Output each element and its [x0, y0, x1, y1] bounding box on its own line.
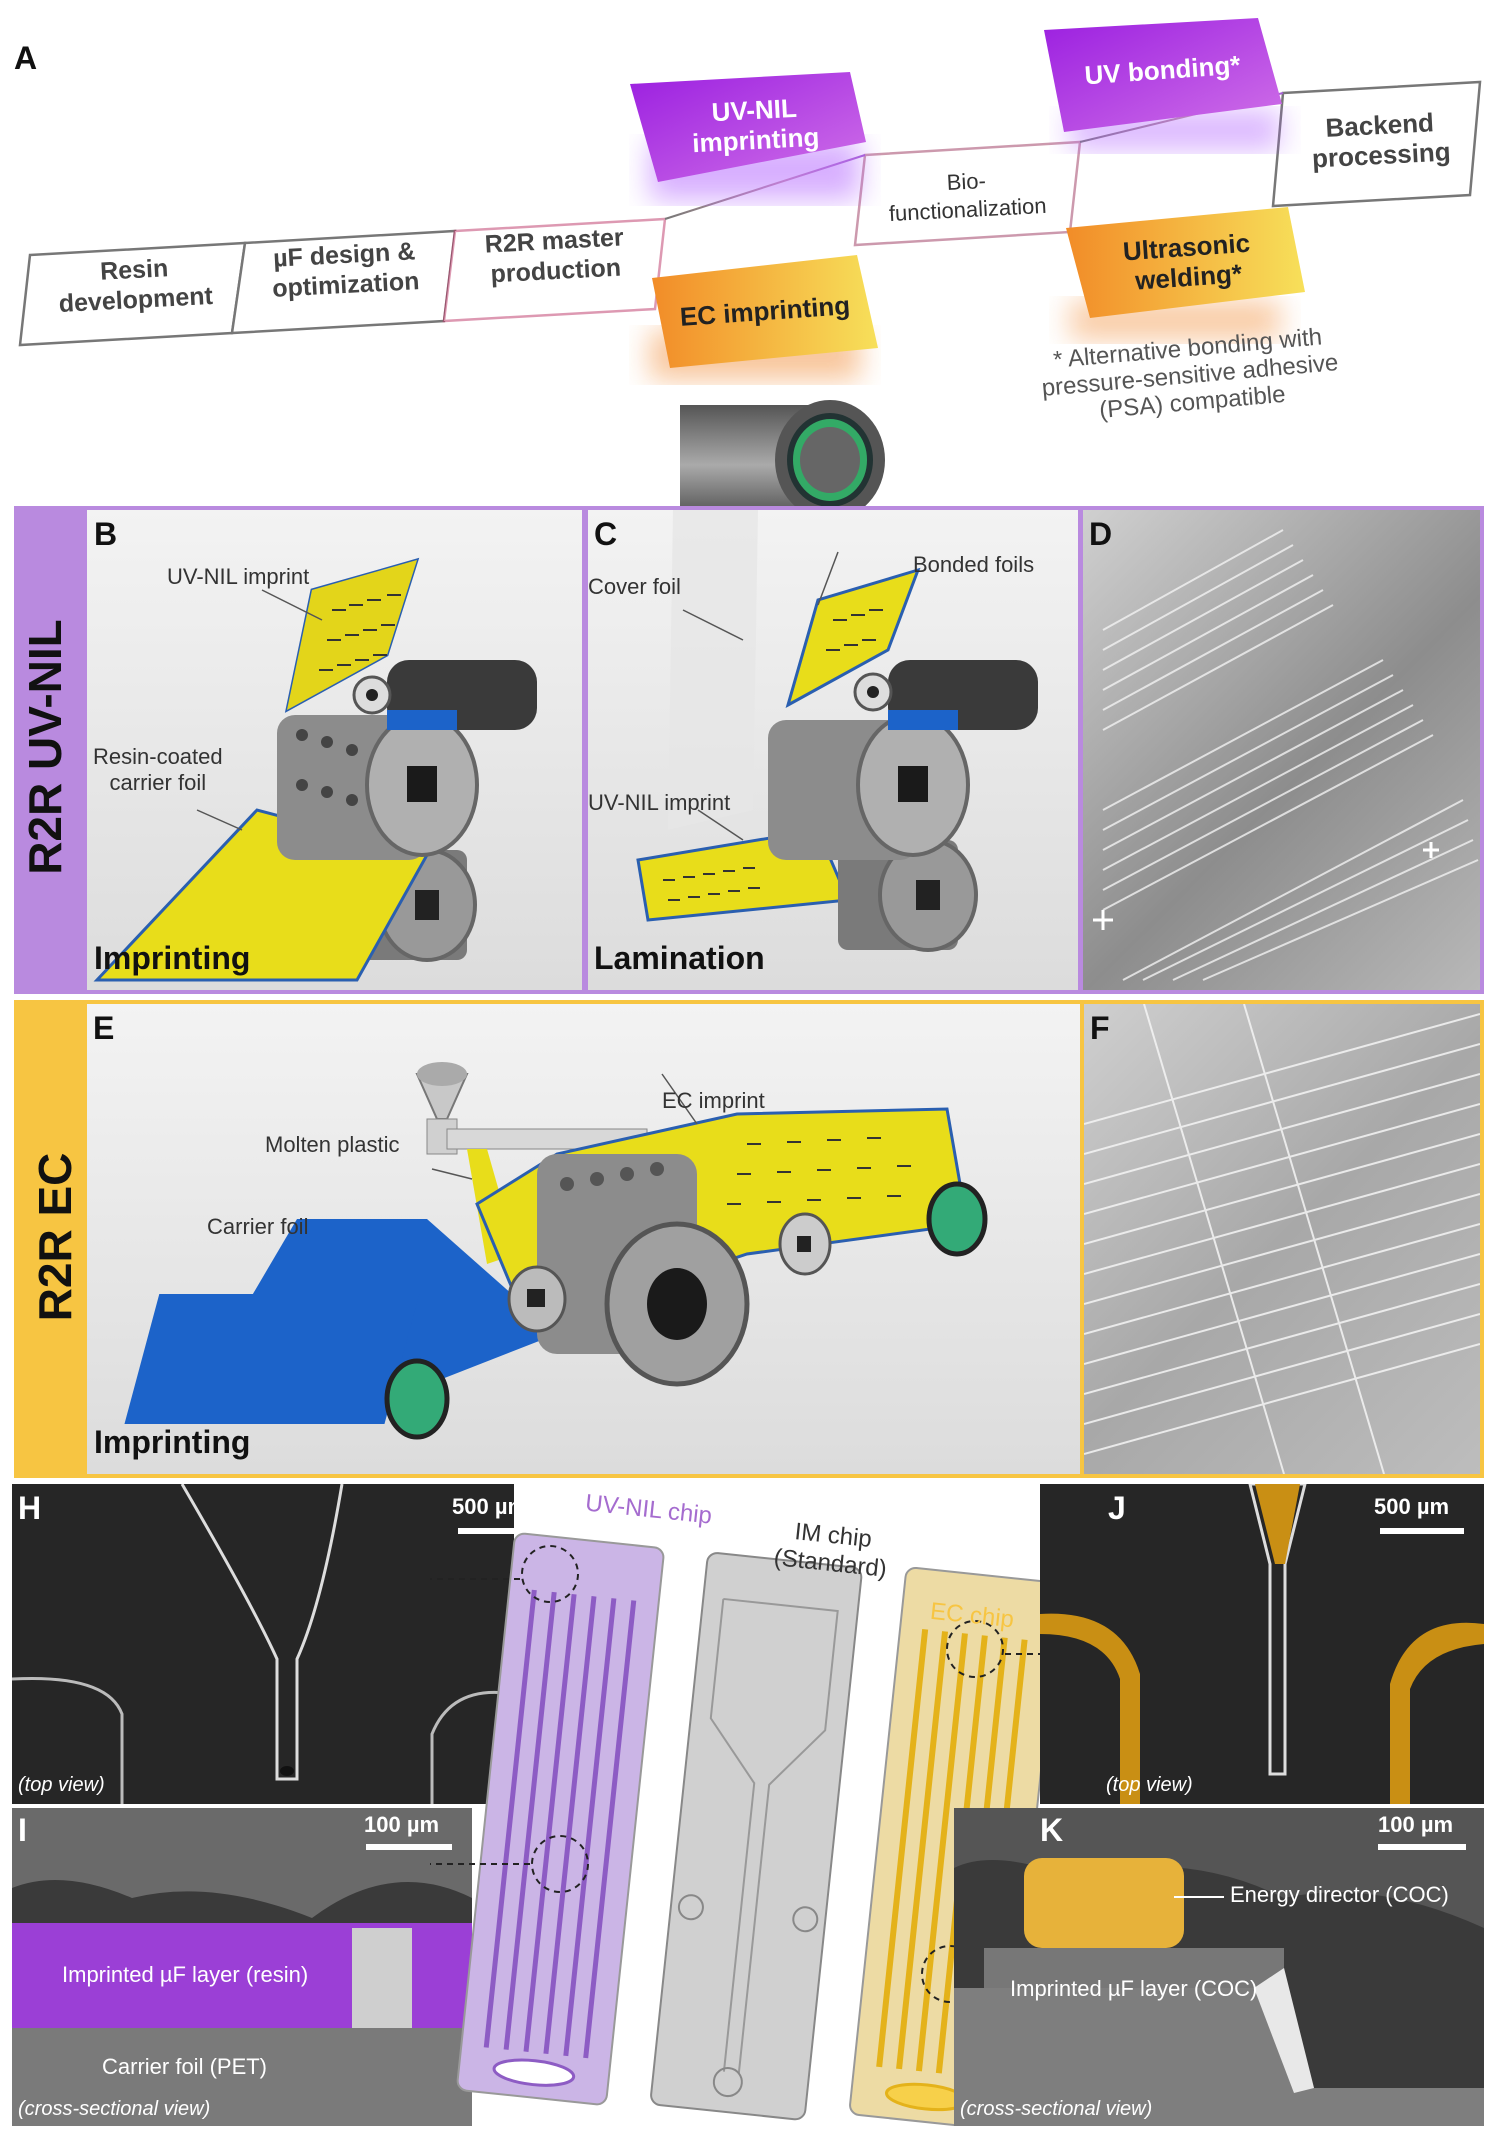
step-ec-box [652, 255, 878, 368]
caption-lamination-c: Lamination [594, 940, 765, 976]
workflow-diagram [18, 18, 1482, 380]
panel-letter-h: H [18, 1490, 42, 1526]
energy-director-pointer [1174, 1896, 1224, 1898]
panel-f: F [1084, 1004, 1480, 1474]
panel-b-illustration [93, 557, 537, 982]
step-backend-label: Backend processing [1282, 105, 1480, 175]
caption-imprinting-e: Imprinting [94, 1424, 251, 1460]
step-backend-box [1271, 80, 1482, 208]
im-chip [650, 1552, 863, 2121]
im-chip-label: IM chip (Standard) [772, 1516, 891, 1584]
view-label-i: (cross-sectional view) [18, 2098, 211, 2120]
scalebar-j [1380, 1528, 1464, 1534]
label-uvnil-imprint-c: UV-NIL imprint [588, 790, 731, 815]
panel-e: E EC imprint Molten plastic Carrier foil… [87, 1004, 1080, 1474]
scalebar-k [1378, 1844, 1466, 1850]
step-resin-label: Resin development [34, 250, 237, 320]
view-label-h: (top view) [18, 1774, 105, 1796]
step-master-box [442, 217, 667, 323]
scalebar-i [366, 1844, 452, 1850]
panel-f-photo [1084, 1004, 1480, 1474]
panel-letter-f: F [1090, 1010, 1110, 1046]
step-ufdesign-label: µF design & optimization [244, 235, 447, 305]
label-resin-foil-b: Resin-coated carrier foil [93, 744, 223, 796]
scalebar-h [458, 1528, 514, 1534]
step-uvbond-box [1044, 18, 1282, 132]
scale-label-h: 500 µm [452, 1494, 514, 1519]
panel-d: D [1083, 510, 1480, 990]
panel-b: B UV-NIL imprint Resin-coated carrier fo… [87, 510, 582, 990]
panel-letter-a: A [14, 40, 38, 76]
energy-director-label-k: Energy director (COC) [1230, 1882, 1449, 1907]
ec-section-title: R2R EC [29, 1152, 81, 1322]
panel-c-illustration [636, 510, 1038, 952]
label-molten-plastic-e: Molten plastic [265, 1132, 400, 1157]
cover-foil-roll [680, 400, 885, 510]
scale-label-i: 100 µm [364, 1812, 440, 1837]
panel-i: I 100 µm Imprinted µF layer (resin) Carr… [12, 1808, 472, 2126]
step-uvnil-box [630, 72, 866, 182]
panel-letter-k: K [1040, 1812, 1064, 1848]
label-bonded-foils-c: Bonded foils [913, 552, 1035, 577]
view-label-k: (cross-sectional view) [960, 2098, 1153, 2120]
panel-h: H 500 µm (top view) [12, 1484, 514, 1804]
panel-k-sem [954, 1808, 1484, 2126]
scale-label-j: 500 µm [1374, 1494, 1450, 1519]
panel-letter-j: J [1108, 1490, 1126, 1526]
panel-i-sem [12, 1808, 472, 2126]
uvnil-section-title: R2R UV-NIL [19, 619, 71, 875]
label-resin-foil-line1: Resin-coated [93, 744, 223, 769]
panel-k: K 100 µm Energy director (COC) Imprinted… [954, 1808, 1484, 2126]
uvnil-chip [456, 1532, 665, 2106]
label-ec-imprint-e: EC imprint [662, 1088, 765, 1113]
panel-j-sem [1040, 1484, 1484, 1804]
panel-a: A Res [0, 0, 1511, 510]
layer-label-k: Imprinted µF layer (COC) [1010, 1976, 1258, 2001]
panel-letter-d: D [1089, 516, 1113, 552]
scale-label-k: 100 µm [1378, 1812, 1454, 1837]
caption-imprinting-b: Imprinting [94, 940, 251, 976]
label-resin-foil-line2: carrier foil [109, 770, 207, 795]
layer-label-i: Imprinted µF layer (resin) [62, 1962, 309, 1987]
step-biofunc-label: Bio- functionalization [861, 163, 1074, 230]
panel-j: J 500 µm (top view) [1040, 1484, 1484, 1804]
panel-c: C Cover foil Bonded foils UV-NIL imprint… [588, 510, 1078, 990]
panel-d-photo [1093, 529, 1479, 981]
step-uvnil-label: UV-NIL imprinting [649, 90, 862, 161]
panel-letter-e: E [93, 1010, 115, 1046]
foil-label-i: Carrier foil (PET) [102, 2054, 268, 2079]
step-ultrasonic-box [1066, 207, 1305, 318]
step-master-label: R2R master production [454, 221, 657, 291]
label-uvnil-imprint-b: UV-NIL imprint [167, 564, 310, 589]
panel-letter-b: B [94, 516, 118, 552]
label-cover-foil-c: Cover foil [588, 574, 681, 599]
view-label-j: (top view) [1106, 1774, 1193, 1796]
label-carrier-foil-e: Carrier foil [207, 1214, 309, 1239]
panel-letter-c: C [594, 516, 618, 552]
panel-e-illustration [124, 1062, 988, 1440]
panel-letter-i: I [18, 1812, 27, 1848]
